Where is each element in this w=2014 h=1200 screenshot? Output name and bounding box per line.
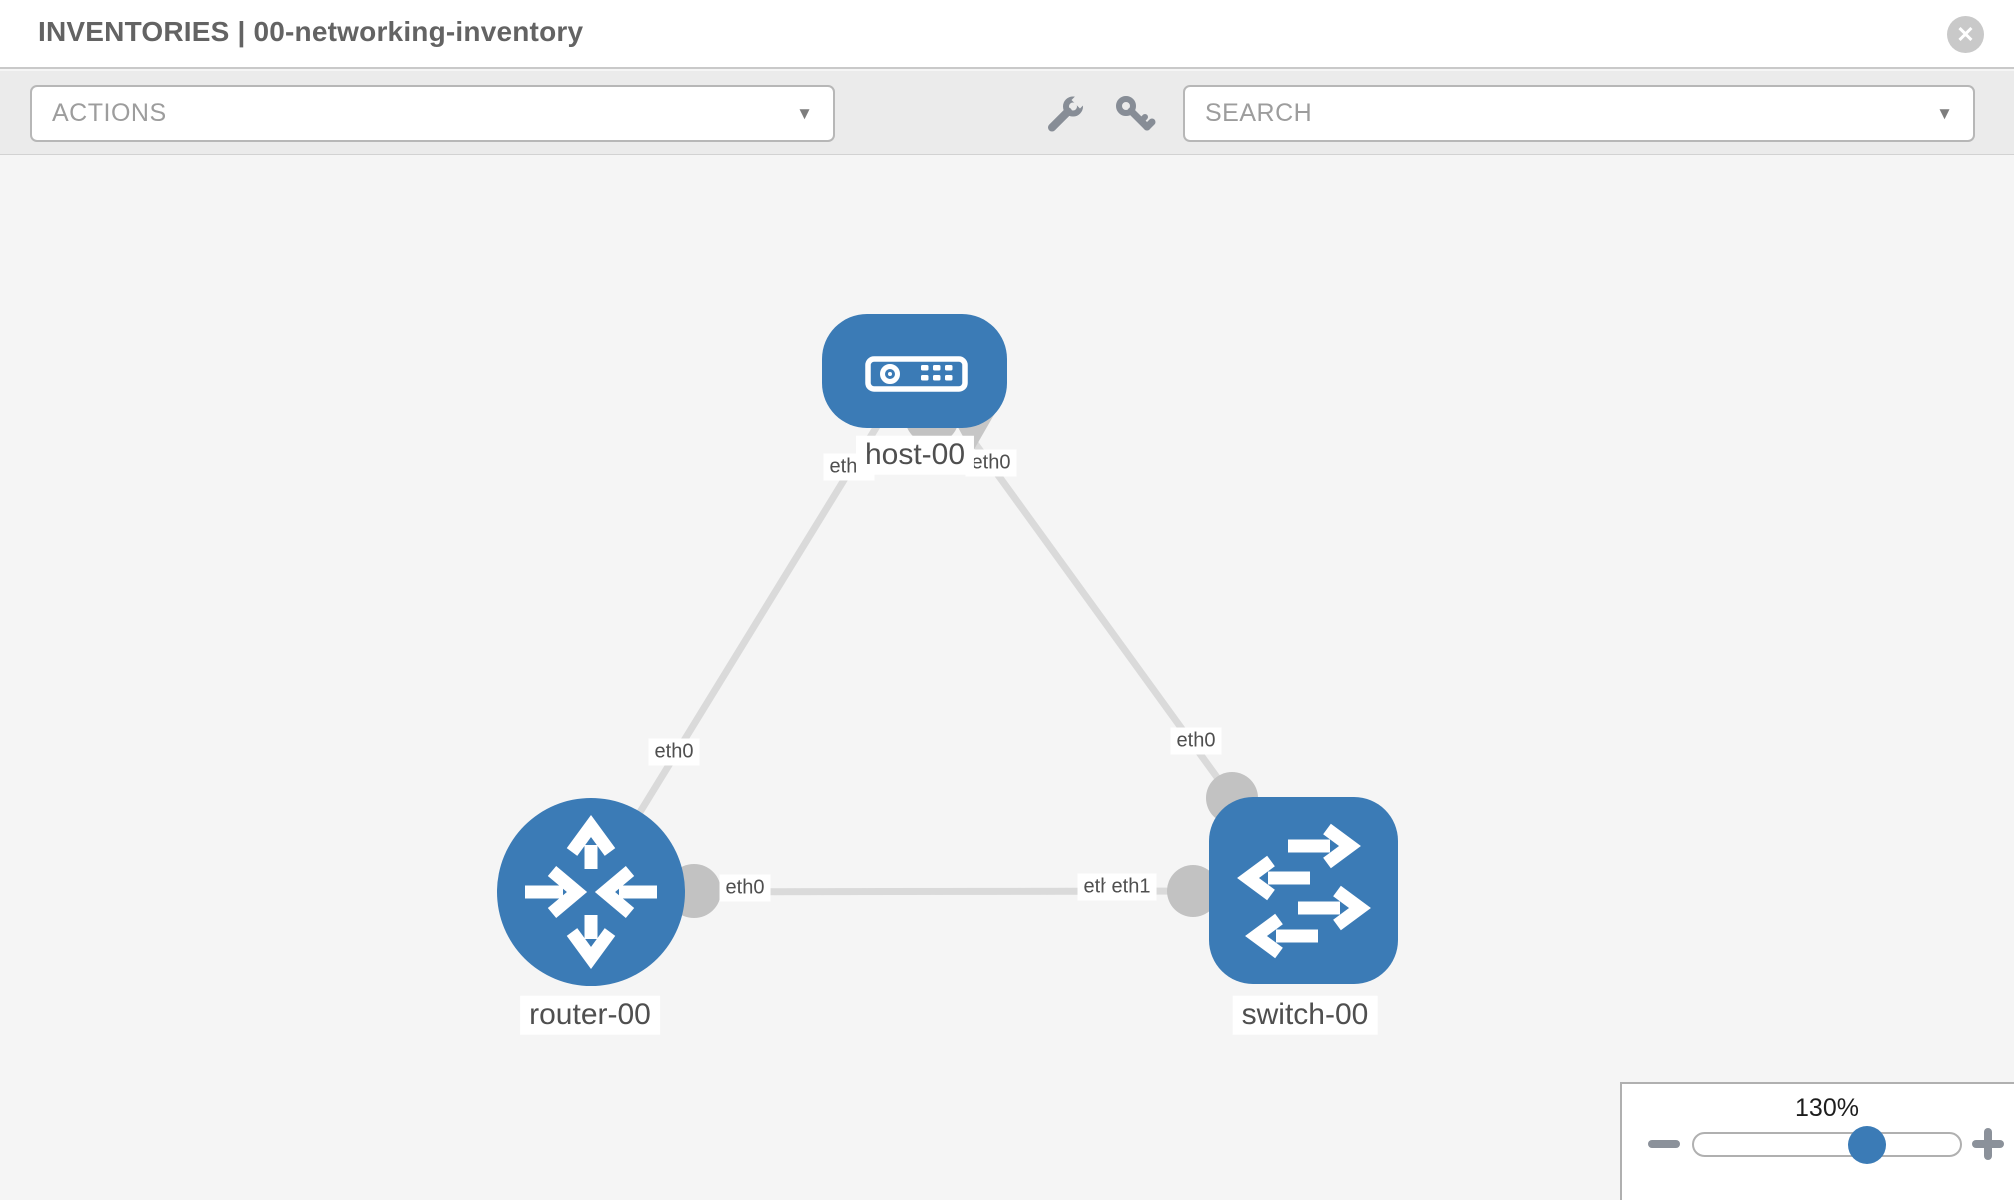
router-crossed-arrows-icon	[525, 814, 657, 970]
interface-label: eth0	[719, 874, 771, 902]
search-dropdown-label: SEARCH	[1205, 99, 1313, 127]
node-switch-00[interactable]	[1209, 797, 1398, 984]
page-title: INVENTORIES | 00-networking-inventory	[38, 16, 584, 47]
actions-dropdown-label: ACTIONS	[52, 99, 167, 127]
switch-swap-arrows-icon	[1237, 823, 1371, 959]
zoom-out-minus-icon[interactable]	[1648, 1140, 1680, 1148]
zoom-level: 130%	[1795, 1094, 1859, 1122]
node-host-00[interactable]	[822, 314, 1007, 428]
node-label-host: host-00	[855, 435, 975, 475]
chevron-down-icon: ▼	[796, 103, 813, 123]
close-button[interactable]: ✕	[1947, 16, 1984, 53]
switch-left-interface-connector[interactable]	[1167, 865, 1219, 917]
zoom-slider[interactable]	[1692, 1126, 1962, 1164]
zoom-slider-thumb[interactable]	[1848, 1126, 1886, 1164]
node-label-router: router-00	[520, 995, 660, 1035]
node-label-switch: switch-00	[1232, 995, 1378, 1035]
zoom-control-panel: 130%	[1620, 1082, 2014, 1200]
interface-label: eth0	[648, 738, 700, 766]
interface-label: eth1	[1105, 873, 1157, 901]
chevron-down-icon: ▼	[1936, 103, 1953, 123]
key-icon[interactable]	[1114, 94, 1156, 136]
link-router-host[interactable]	[588, 403, 893, 894]
zoom-in-plus-icon[interactable]	[1972, 1128, 2004, 1160]
interface-label: eth0	[1170, 727, 1222, 755]
node-router-00[interactable]	[497, 798, 685, 986]
wrench-icon[interactable]	[1044, 92, 1088, 136]
close-icon: ✕	[1956, 21, 1975, 47]
header: INVENTORIES | 00-networking-inventory ✕	[0, 0, 2014, 69]
actions-dropdown[interactable]: ACTIONS ▼	[30, 85, 835, 142]
search-dropdown[interactable]: SEARCH ▼	[1183, 85, 1975, 142]
topology-canvas[interactable]: eth0 eth0 eth0 eth0 eth0 eth0 eth1 host-…	[0, 155, 2014, 1200]
server-icon	[865, 356, 968, 392]
